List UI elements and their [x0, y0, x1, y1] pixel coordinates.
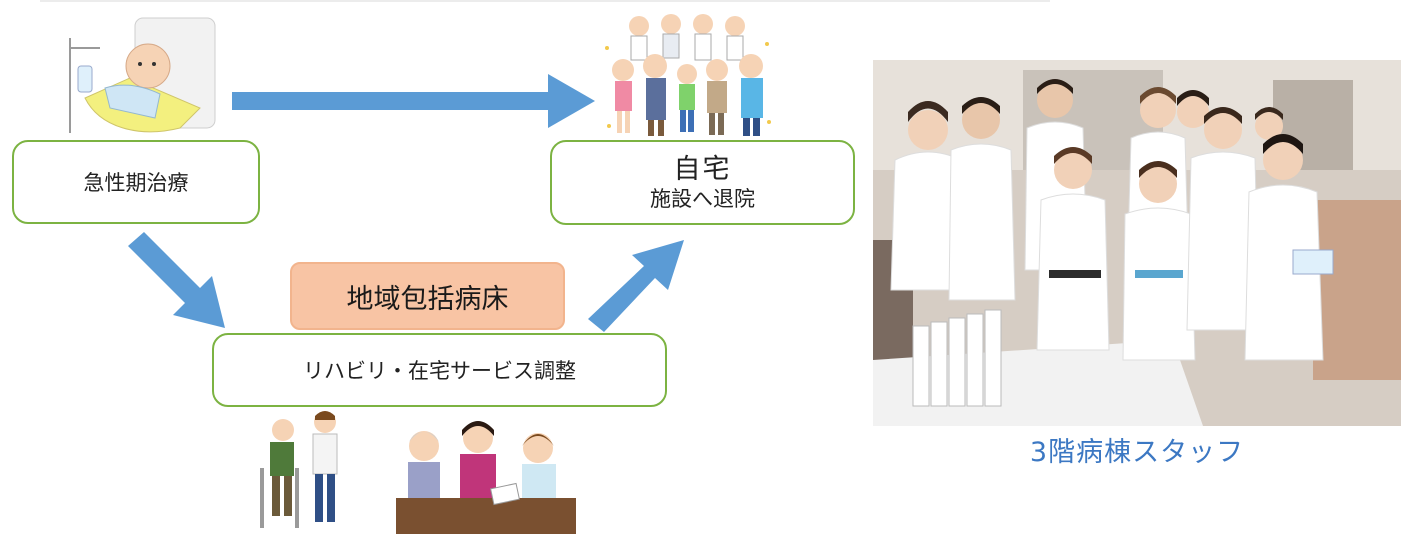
arrow-acute-to-ward [128, 232, 225, 328]
community-care-ward-label: 地域包括病床 [290, 262, 565, 330]
acute-care-label: 急性期治療 [83, 171, 189, 195]
staff-photo-caption: 3階病棟スタッフ [1029, 437, 1245, 468]
walking-assistance-illustration [260, 411, 338, 528]
ward-label-text: 地域包括病床 [346, 283, 509, 315]
home-label: 自宅 [673, 153, 732, 185]
rehab-label: リハビリ・在宅サービス調整 [303, 359, 576, 383]
consultation-illustration [396, 421, 576, 534]
staff-group-photo [873, 60, 1401, 426]
hospital-bed-patient-illustration [69, 17, 216, 133]
arrow-acute-to-home [232, 74, 595, 128]
acute-care-box: 急性期治療 [12, 140, 260, 224]
arrow-ward-to-home [588, 240, 684, 332]
top-divider [40, 0, 1050, 2]
facility-discharge-label: 施設へ退院 [650, 186, 755, 211]
rehab-coordination-box: リハビリ・在宅サービス調整 [212, 333, 667, 407]
family-and-doctors-illustration [605, 14, 771, 136]
home-discharge-box: 自宅 施設へ退院 [550, 140, 855, 225]
